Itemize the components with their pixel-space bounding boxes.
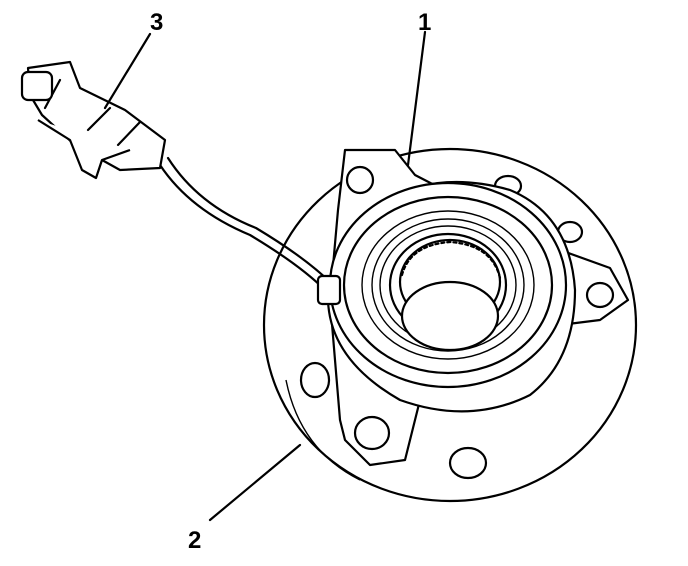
connector-3 (20, 60, 167, 180)
bolt-hole (585, 281, 615, 309)
stud-hole (299, 361, 331, 399)
leader-line-3 (103, 32, 152, 110)
wheel-speed-sensor (20, 60, 342, 306)
leader-line-2 (208, 443, 302, 522)
splined-bore (398, 238, 502, 352)
hub-bearing (326, 180, 577, 413)
bolt-hole (353, 415, 391, 451)
sensor-plug (316, 274, 342, 306)
callout-label-2: 2 (188, 527, 201, 554)
callout-label-1: 1 (418, 9, 431, 36)
leader-line-1 (406, 30, 427, 167)
stud-hole (448, 446, 488, 480)
callout-label-3: 3 (150, 9, 163, 36)
bolt-hole (345, 165, 375, 195)
leader-lines (103, 30, 427, 522)
